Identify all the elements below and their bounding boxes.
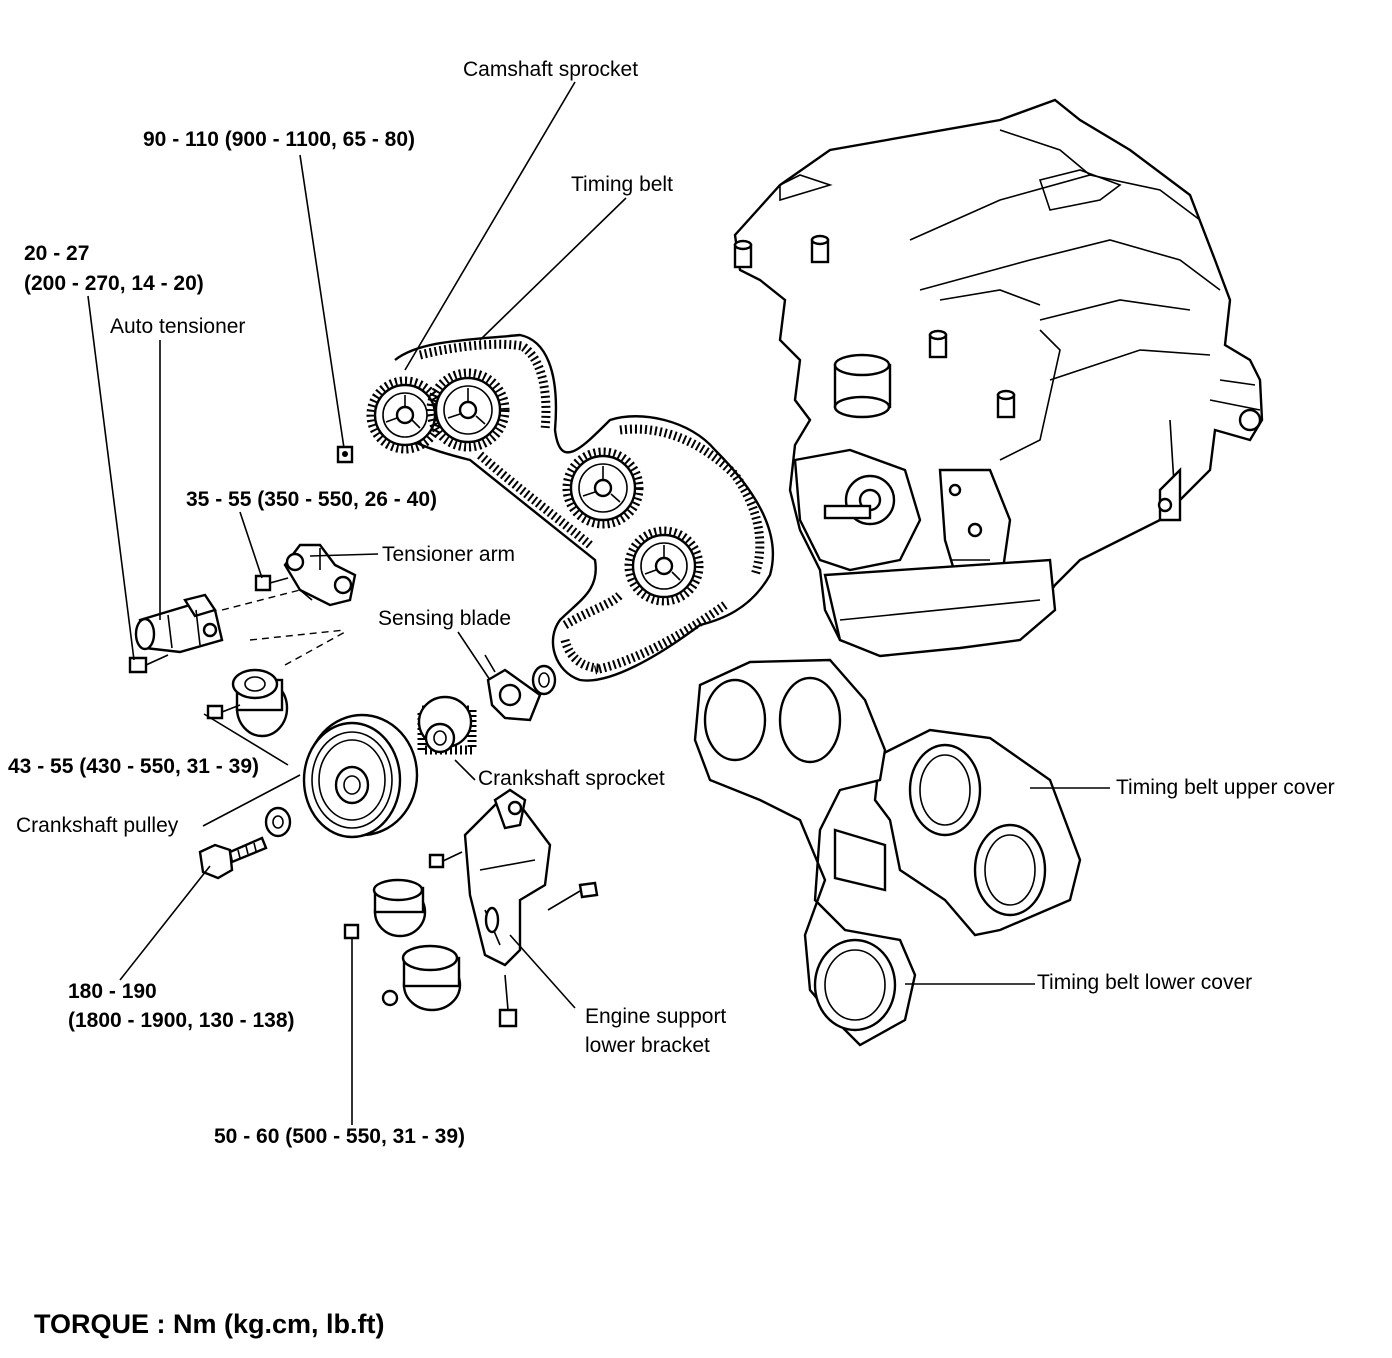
engine-support-label-line2: lower bracket <box>585 1034 710 1057</box>
auto-tensioner-bolt <box>128 654 169 674</box>
tensioner-arm-label: Tensioner arm <box>382 543 516 566</box>
timing-belt-upper-cover-drawing <box>873 728 1082 937</box>
crankshaft-pulley-drawing <box>302 713 419 839</box>
lower-idler-nut <box>381 989 399 1007</box>
camshaft-sprocket-rear-lower <box>624 526 704 606</box>
crankshaft-pulley-washer <box>264 806 292 838</box>
crankshaft-spacer-washer <box>531 664 557 696</box>
idler-pulley-bolt <box>206 704 241 720</box>
crankshaft-pulley-label: Crankshaft pulley <box>16 814 179 837</box>
timing-belt-lower-cover-drawing <box>693 658 917 1047</box>
tensioner-arm-bolt <box>254 574 289 592</box>
torque-units-caption: TORQUE : Nm (kg.cm, lb.ft) <box>34 1309 385 1339</box>
torque-crank-bolt-line2: (1800 - 1900, 130 - 138) <box>68 1009 295 1032</box>
camshaft-sprocket-right <box>426 368 510 452</box>
engine-support-label-line1: Engine support <box>585 1005 727 1028</box>
oil-pump-housing <box>793 448 922 572</box>
bracket-bolt-side <box>547 881 599 911</box>
oil-pan <box>823 558 1057 658</box>
torque-arm-bolt: 35 - 55 (350 - 550, 26 - 40) <box>186 488 437 511</box>
torque-bracket-bolt: 50 - 60 (500 - 550, 31 - 39) <box>214 1125 465 1148</box>
idler-pulley <box>231 668 289 738</box>
torque-tensioner-bolt-line1: 20 - 27 <box>24 242 90 265</box>
sensing-blade-drawing <box>484 654 542 722</box>
timing-belt-label: Timing belt <box>571 173 673 196</box>
bracket-bolt-upper <box>428 851 463 869</box>
engine-block <box>733 98 1264 658</box>
engine-idler-boss <box>833 353 892 419</box>
timing-belt-drawing <box>388 333 775 682</box>
cylinder-head-stud-3 <box>928 329 948 359</box>
tensioner-arm-drawing <box>283 543 357 607</box>
cylinder-head-stud-4 <box>996 389 1016 419</box>
torque-cam-bolt: 90 - 110 (900 - 1100, 65 - 80) <box>143 128 416 151</box>
bracket-bolt-lower <box>498 974 518 1028</box>
crankshaft-pulley-bolt <box>198 836 268 880</box>
auto-tensioner-drawing <box>134 593 224 654</box>
torque-idler-bolt: 43 - 55 (430 - 550, 31 - 39) <box>8 755 259 778</box>
leader-lines <box>87 81 1110 1125</box>
crankshaft-sprocket-label: Crankshaft sprocket <box>478 767 665 790</box>
sensing-blade-label: Sensing blade <box>378 607 512 630</box>
cylinder-head-stud-1 <box>733 239 753 269</box>
camshaft-sprocket-rear-upper <box>562 447 644 529</box>
engine-support-bracket-drawing <box>463 788 552 967</box>
crankshaft-sprocket-drawing <box>417 695 477 755</box>
auto-tensioner-label: Auto tensioner <box>110 315 246 338</box>
camshaft-sprocket-label: Camshaft sprocket <box>463 58 639 81</box>
cylinder-head-stud-2 <box>810 234 830 264</box>
torque-tensioner-bolt-line2: (200 - 270, 14 - 20) <box>24 272 204 295</box>
camshaft-sprocket-bolt <box>336 445 354 464</box>
lower-idler-bolt <box>343 923 360 940</box>
lower-idler-pulley-1 <box>372 878 427 938</box>
timing-belt-upper-cover-label: Timing belt upper cover <box>1116 776 1335 799</box>
timing-belt-lower-cover-label: Timing belt lower cover <box>1037 971 1253 994</box>
lower-idler-pulley-2 <box>401 944 462 1012</box>
torque-crank-bolt-line1: 180 - 190 <box>68 980 157 1003</box>
